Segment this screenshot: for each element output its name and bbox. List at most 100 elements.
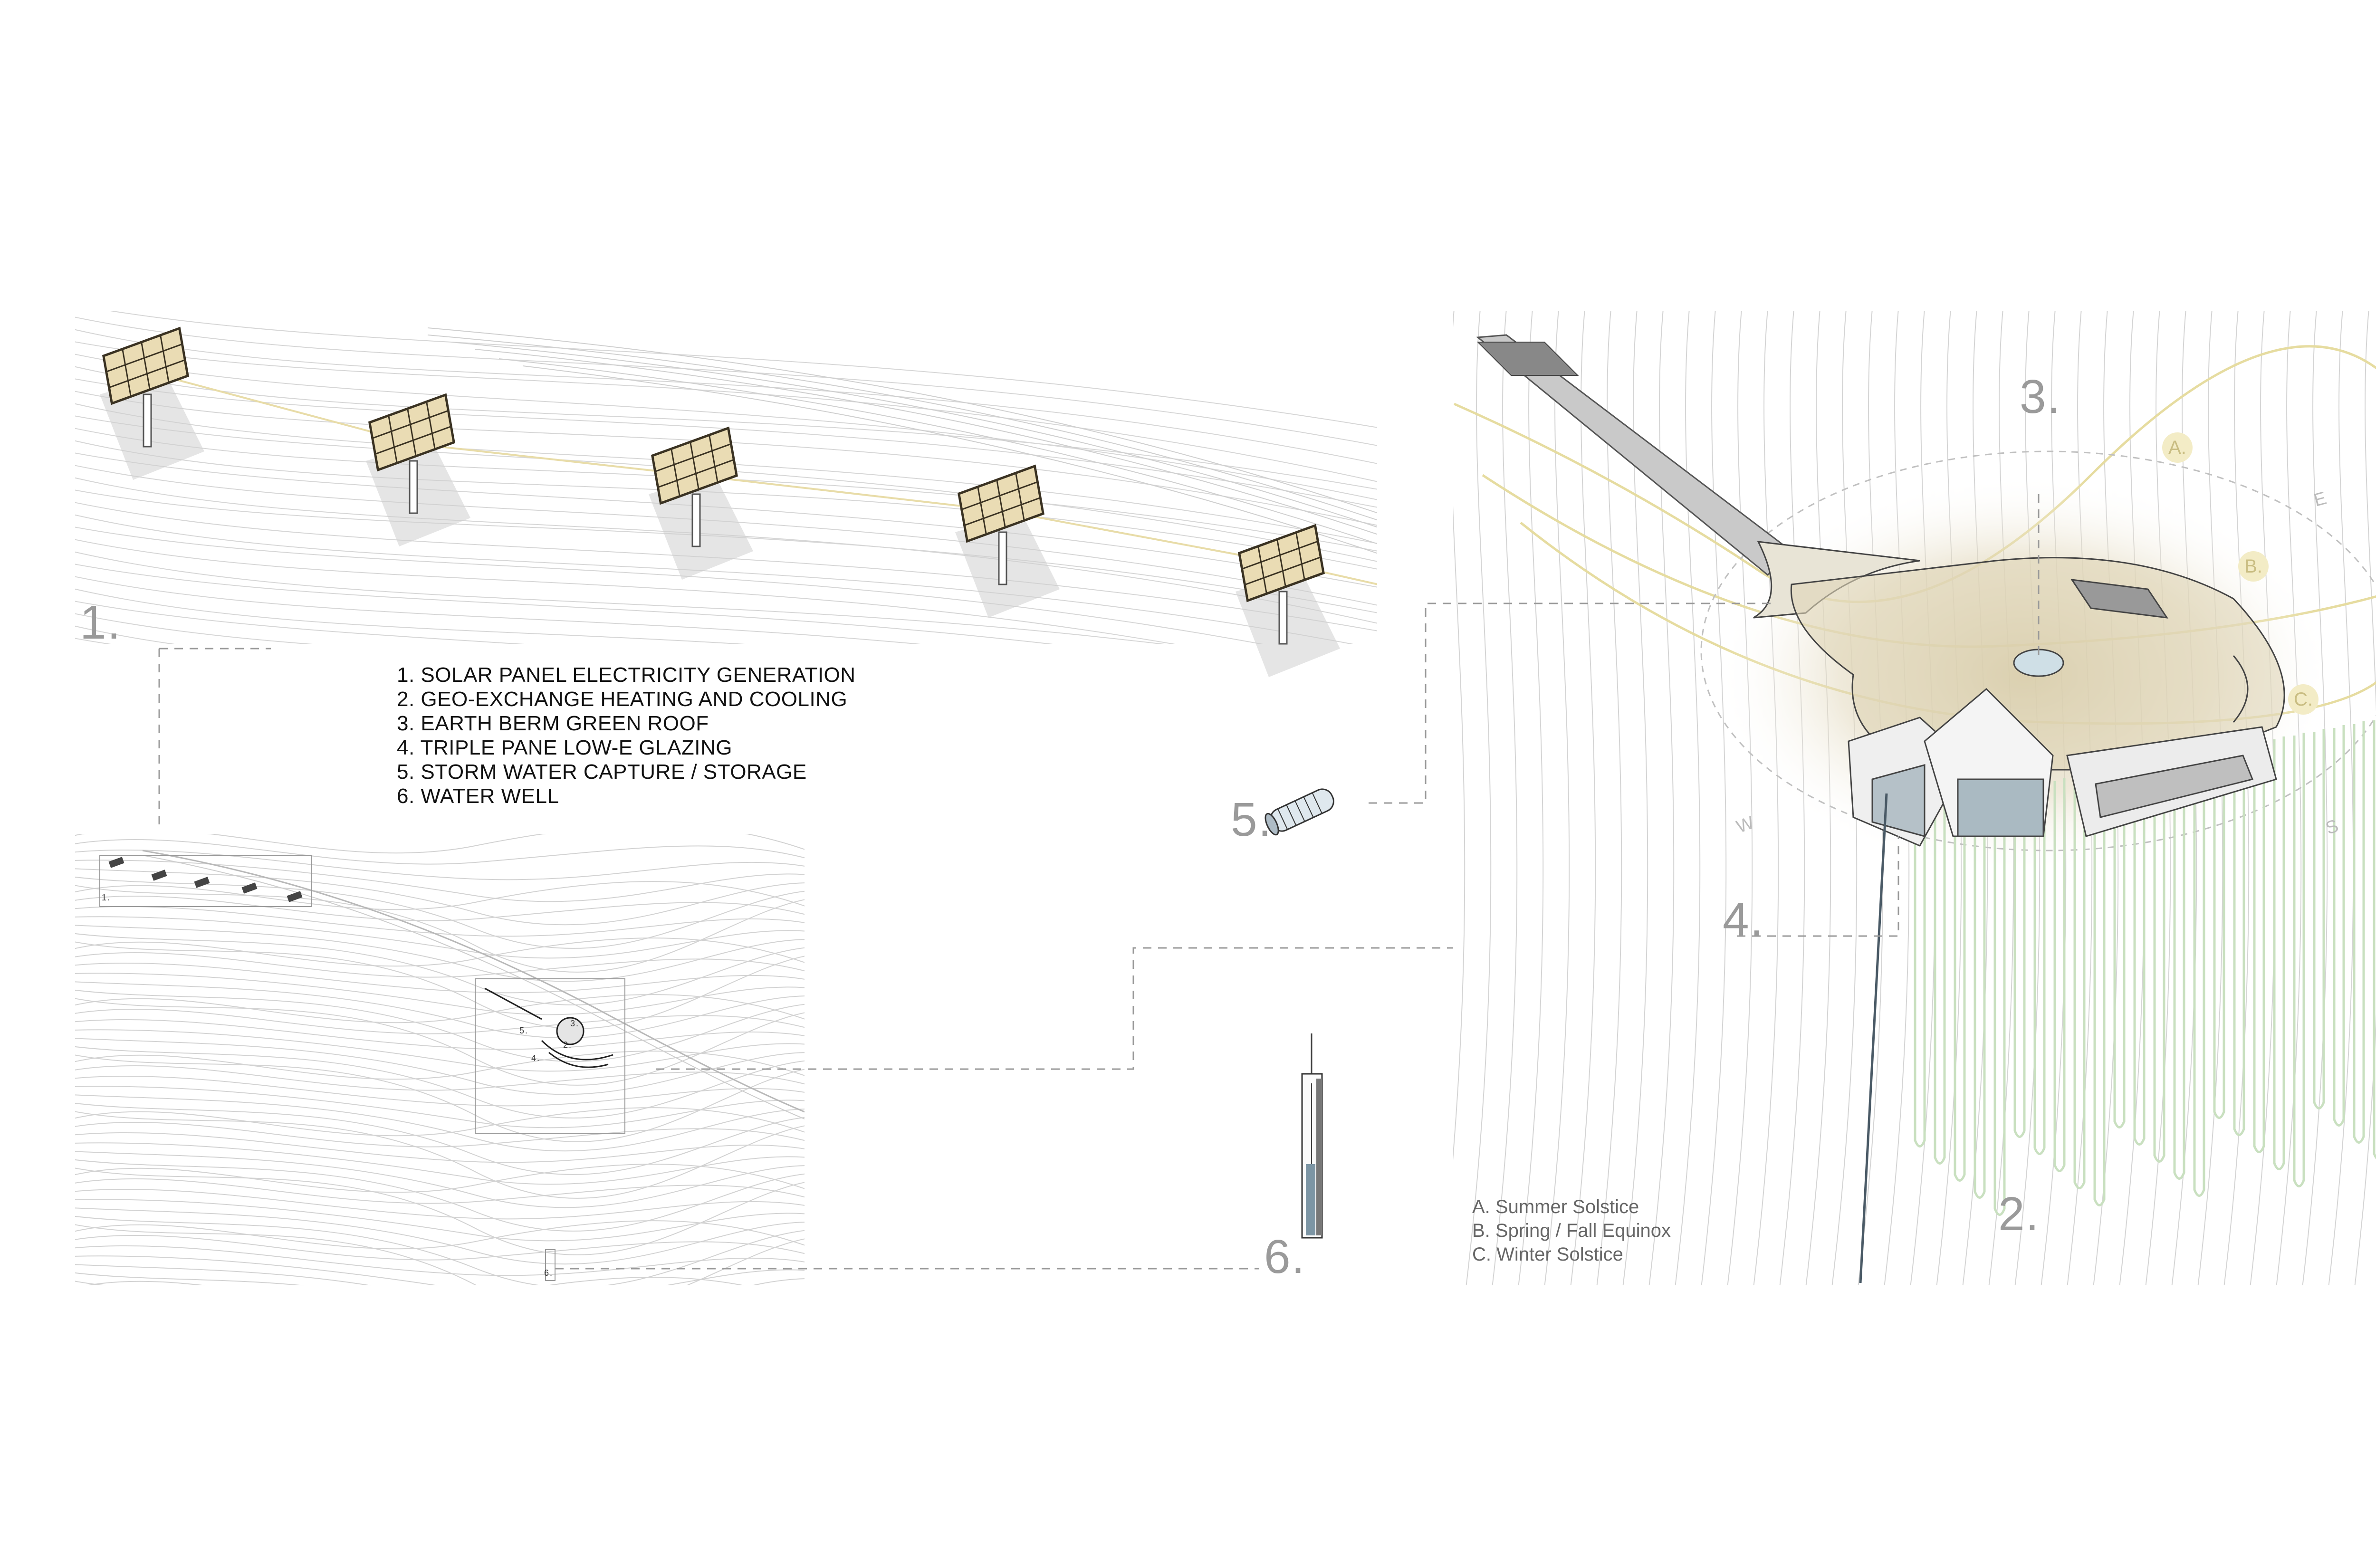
right-contour	[1675, 311, 1701, 1285]
site-label-4: 4.	[531, 1053, 541, 1063]
geo-loop	[2333, 725, 2345, 1127]
panel-shadow	[1236, 573, 1340, 677]
site-contour	[71, 1302, 808, 1332]
site-inset-frame-6	[545, 1249, 556, 1281]
site-contour	[75, 906, 805, 937]
right-contour	[1596, 311, 1622, 1285]
site-contour	[75, 1019, 805, 1050]
site-contour	[75, 1164, 805, 1193]
top-contour	[75, 316, 1377, 446]
right-contour	[2328, 311, 2354, 1285]
site-contour	[75, 1199, 805, 1242]
site-contour	[75, 1264, 805, 1285]
site-contour	[75, 849, 805, 880]
panel-grid-v	[141, 342, 151, 390]
site-contour	[75, 1255, 805, 1285]
panel-grid-h	[964, 497, 1041, 526]
panel-face	[1237, 524, 1325, 602]
site-contour	[75, 994, 805, 1023]
top-contour	[75, 428, 1377, 552]
callout-2: 2.	[1998, 1187, 2040, 1241]
panel-grid-h	[375, 426, 451, 455]
site-contour	[75, 1167, 805, 1255]
panel-face	[957, 464, 1044, 543]
panel-grid-v	[1015, 472, 1025, 521]
panel-grid-h	[106, 343, 182, 373]
right-contour	[2276, 311, 2302, 1285]
panel-grid-v	[1257, 546, 1267, 594]
geo-loop	[2133, 763, 2146, 1146]
callout-6: 6.	[1264, 1230, 1306, 1283]
panel-grid-h	[655, 443, 731, 472]
panel-grid-v	[1276, 539, 1286, 587]
panel-grid-v	[690, 441, 699, 490]
panel-grid-v	[407, 408, 417, 457]
right-contour	[1753, 311, 1779, 1285]
site-contour	[75, 1075, 805, 1107]
legend-item-5: 5. STORM WATER CAPTURE / STORAGE	[397, 760, 807, 784]
panel-face	[368, 393, 455, 472]
panel-grid-v	[426, 401, 436, 449]
right-contour	[1701, 311, 1727, 1285]
solar-panel-icon	[100, 326, 204, 480]
site-contour	[75, 1094, 805, 1152]
site-contour	[75, 868, 805, 926]
top-contour	[75, 465, 1377, 606]
axonometric-panel	[1453, 311, 2376, 1285]
panel-grid-v	[709, 434, 719, 483]
site-inset-frame-1	[99, 855, 312, 907]
geo-loop	[2273, 736, 2285, 1170]
site-inset-frame-2	[475, 978, 625, 1134]
site-label-3: 3.	[570, 1019, 580, 1028]
legend-item-2: 2. GEO-EXCHANGE HEATING AND COOLING	[397, 688, 848, 711]
panel-post	[691, 493, 701, 547]
top-contour	[75, 601, 525, 644]
site-mini-building	[484, 987, 613, 1068]
panel-face	[651, 426, 738, 505]
site-contour	[75, 1272, 306, 1285]
right-contour	[1453, 311, 1466, 1161]
solar-panel-icon	[366, 393, 470, 546]
site-contour	[75, 895, 805, 921]
legend-item-4: 4. TRIPLE PANE LOW-E GLAZING	[397, 736, 732, 759]
site-contour	[75, 839, 805, 865]
site-contour	[75, 962, 805, 994]
panel-shadow	[955, 513, 1060, 618]
panel-post	[143, 393, 152, 448]
site-contour	[75, 1107, 805, 1137]
geo-loop	[2013, 786, 2026, 1138]
geo-loop	[1914, 805, 1926, 1147]
sun-marker-a: A.	[2162, 432, 2193, 463]
callout-5: 5.	[1231, 793, 1273, 846]
geo-loop	[2053, 778, 2066, 1172]
panel-post	[409, 460, 418, 514]
top-contour	[75, 576, 920, 644]
geo-loop	[2173, 755, 2185, 1180]
site-contour	[75, 916, 805, 959]
site-contour	[75, 1151, 805, 1208]
site-contour	[75, 1215, 805, 1285]
site-contour	[75, 1132, 805, 1163]
geo-exchange-loops	[1914, 720, 2376, 1216]
geo-loop	[2153, 759, 2165, 1163]
site-contour	[75, 1234, 805, 1261]
geo-loop	[1974, 794, 1986, 1199]
sun-marker-c: C.	[2288, 684, 2319, 715]
panel-grid-v	[388, 415, 398, 464]
right-contour	[1570, 311, 1596, 1285]
panel-shadow	[100, 375, 204, 480]
panel-grid-v	[1295, 532, 1305, 580]
site-contour	[75, 1008, 805, 1034]
right-contour	[1544, 311, 1570, 1285]
site-contour	[75, 834, 805, 854]
geo-loop	[2353, 721, 2365, 1144]
roof-ring	[1700, 450, 2376, 851]
panel-grid-h	[658, 459, 734, 488]
site-label-6: 6.	[544, 1268, 554, 1278]
site-contour	[75, 1111, 805, 1199]
panel-shadow	[366, 442, 470, 546]
site-contour	[75, 885, 805, 973]
site-contour	[75, 1142, 805, 1185]
site-contour	[75, 1281, 108, 1285]
